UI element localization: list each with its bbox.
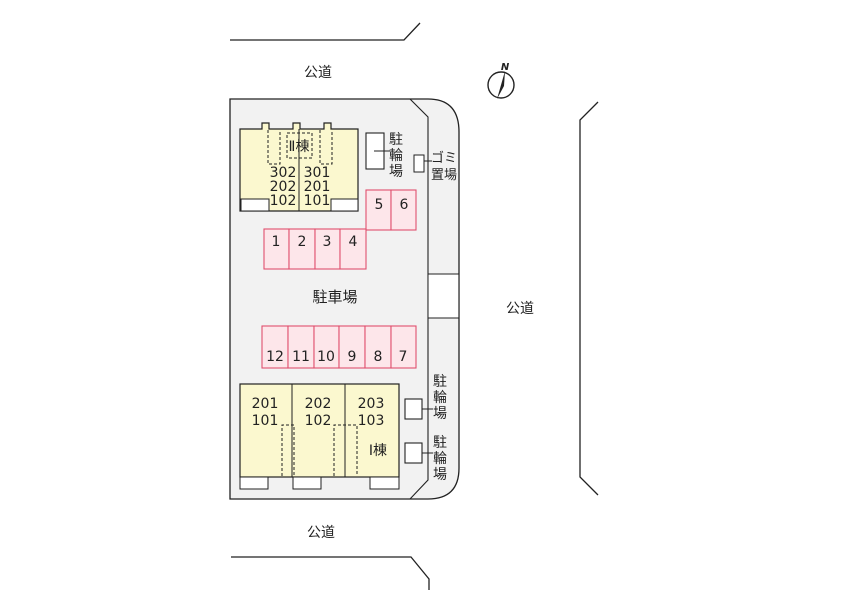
- compass-icon: N: [487, 62, 515, 99]
- compass-north-label: N: [501, 62, 510, 73]
- road-label-top: 公道: [304, 65, 332, 81]
- parking-space: [390, 325, 417, 369]
- parking-space: [287, 325, 315, 369]
- building-2-unit-301: 301: [304, 165, 331, 181]
- building-1-unit-202: 202: [305, 396, 332, 412]
- building-1-outline: [239, 383, 400, 478]
- bike-parking-lower-1: 駐 輪 場: [404, 374, 447, 422]
- building-1-unit-102: 102: [305, 413, 332, 429]
- parking-row-upper: 5 6: [365, 189, 417, 231]
- parking-row-middle: 1 2 3 4: [263, 228, 367, 270]
- parking-space-label: 4: [349, 234, 358, 250]
- parking-row-lower: 12 11 10 9 8 7: [261, 325, 417, 369]
- parking-space-label: 7: [399, 349, 408, 365]
- garbage-area-box: [413, 154, 425, 173]
- bike-parking-top-char-3: 場: [389, 164, 403, 180]
- bike-parking-lower-1-char-1: 駐: [433, 374, 447, 390]
- building-2-unit-102: 102: [270, 193, 297, 209]
- garbage-area-label-2: 置場: [431, 168, 457, 183]
- building-2-balcony-right: [330, 198, 359, 212]
- building-2-unit-302: 302: [270, 165, 297, 181]
- building-1-balcony-1: [239, 476, 269, 490]
- parking-space-label: 9: [348, 349, 357, 365]
- building-1: 201 101 202 102 203 103 Ⅰ棟: [239, 383, 400, 490]
- bike-parking-lower-2: 駐 輪 場: [404, 435, 447, 483]
- building-2-label: Ⅱ棟: [289, 139, 310, 155]
- building-2-unit-202: 202: [270, 179, 297, 195]
- lot-white-strip: [428, 274, 459, 318]
- parking-space-label: 11: [292, 349, 310, 365]
- building-1-unit-103: 103: [358, 413, 385, 429]
- bike-parking-lower-1-box: [404, 398, 423, 420]
- building-2: Ⅱ棟 302 202 102 301 201 101: [239, 122, 359, 212]
- parking-space-label: 3: [323, 234, 332, 250]
- building-1-label: Ⅰ棟: [369, 443, 387, 459]
- road-edge-top: [230, 22, 421, 41]
- building-2-unit-201: 201: [304, 179, 331, 195]
- bike-parking-top: 駐 輪 場: [365, 132, 403, 180]
- bike-parking-top-char-1: 駐: [389, 132, 403, 148]
- bike-parking-lower-1-char-2: 輪: [433, 389, 447, 406]
- bike-parking-lower-2-char-2: 輪: [433, 450, 447, 467]
- building-1-unit-201: 201: [252, 396, 279, 412]
- parking-space-label: 1: [272, 234, 281, 250]
- road-edge-right: [579, 101, 599, 496]
- parking-space: [390, 189, 417, 231]
- building-1-balcony-3: [369, 476, 400, 490]
- bike-parking-lower-2-char-3: 場: [433, 467, 447, 483]
- parking-space: [364, 325, 392, 369]
- parking-space-label: 10: [317, 349, 335, 365]
- building-2-balcony-left: [240, 198, 270, 212]
- parking-space-label: 2: [298, 234, 307, 250]
- parking-space: [365, 189, 392, 231]
- parking-space-label: 12: [266, 349, 284, 365]
- building-1-hall-outline: [281, 424, 358, 476]
- bike-parking-lower-2-box: [404, 442, 423, 464]
- building-2-hall-outline: [267, 130, 333, 165]
- building-1-balcony-2: [292, 476, 322, 490]
- parking-lot-label: 駐車場: [312, 288, 357, 306]
- building-2-unit-101: 101: [304, 193, 331, 209]
- parking-space-label: 8: [374, 349, 383, 365]
- bike-parking-lower-2-char-1: 駐: [433, 435, 447, 451]
- road-edge-bottom: [231, 556, 430, 590]
- compass-needle: [497, 71, 505, 99]
- parking-space-label: 6: [400, 197, 409, 213]
- parking-space: [339, 228, 367, 270]
- parking-space: [338, 325, 366, 369]
- parking-space-label: 5: [375, 197, 384, 213]
- road-label-right: 公道: [506, 301, 534, 317]
- road-label-bottom: 公道: [307, 525, 335, 541]
- garbage-area: ゴミ 置場: [413, 150, 457, 183]
- building-1-unit-101: 101: [252, 413, 279, 429]
- parking-space: [288, 228, 316, 270]
- parking-space: [313, 325, 340, 369]
- garbage-area-label-1: ゴミ: [431, 150, 457, 166]
- lot-inner-boundary: [409, 98, 429, 500]
- parking-space: [314, 228, 341, 270]
- building-1-unit-203: 203: [358, 396, 385, 412]
- bike-parking-lower-1-char-3: 場: [433, 406, 447, 422]
- bike-parking-top-char-2: 輪: [389, 147, 403, 164]
